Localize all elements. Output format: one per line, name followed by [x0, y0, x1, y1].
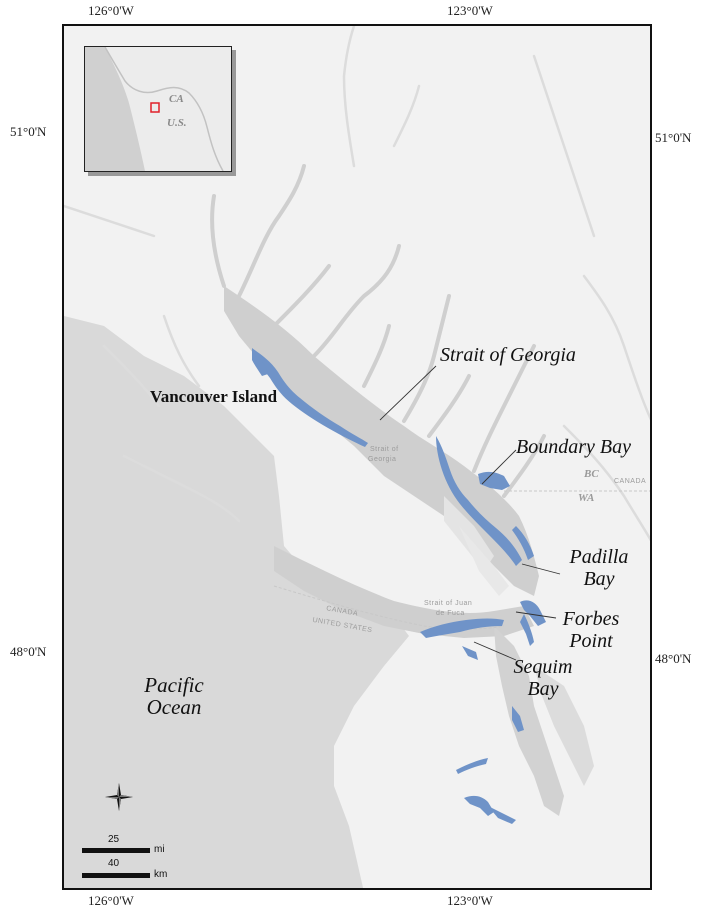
sequim-bay-area: [420, 618, 504, 638]
inset-extent-box: [150, 102, 160, 113]
sequim-bay-leader: [473, 641, 517, 661]
longitude-label-top-right: 123°0'W: [447, 3, 493, 18]
scale-km-value: 40: [108, 858, 120, 869]
padilla-bay-leader: [521, 563, 561, 575]
label-sequim-bay-line1: Sequim: [513, 656, 573, 678]
latitude-label-left-lower: 48°0'N: [10, 644, 47, 659]
scale-km-unit: km: [154, 869, 168, 880]
label-padilla-bay: Padilla Bay: [564, 546, 634, 590]
boundary-bay-leader: [481, 449, 517, 485]
label-pacific-ocean: Pacific Ocean: [134, 674, 214, 718]
scale-bar-miles: [82, 848, 150, 853]
basemap-label-strait-georgia-2: Georgia: [368, 456, 397, 463]
label-pacific-ocean-line1: Pacific: [144, 673, 204, 697]
latitude-label-left-upper: 51°0'N: [10, 124, 47, 139]
basemap-label-juan-de-fuca-1: Strait of Juan: [424, 600, 473, 607]
label-padilla-bay-line1: Padilla: [569, 546, 629, 568]
forbes-point-leader: [515, 611, 557, 619]
vancouver-island-east-coast-area: [252, 348, 368, 447]
padilla-bay-area: [512, 526, 534, 560]
forbes-point-area: [520, 600, 546, 626]
inset-label-us: U.S.: [167, 117, 187, 129]
inset-label-canada: CA: [169, 93, 184, 105]
juan-de-fuca-water: [274, 546, 534, 638]
label-sequim-bay: Sequim Bay: [508, 656, 578, 700]
label-boundary-bay: Boundary Bay: [516, 436, 631, 458]
label-sequim-bay-line2: Bay: [527, 678, 559, 700]
inset-map-graphic: [85, 47, 231, 171]
label-forbes-point-line1: Forbes: [562, 608, 620, 630]
label-bc: BC: [584, 468, 599, 480]
longitude-label-bottom-right: 123°0'W: [447, 893, 493, 908]
label-strait-of-georgia: Strait of Georgia: [440, 344, 576, 366]
longitude-label-top-left: 126°0'W: [88, 3, 134, 18]
compass-rose-icon: [105, 783, 133, 811]
puget-sound-water: [494, 626, 564, 816]
boundary-bay-area: [436, 436, 522, 566]
map-frame[interactable]: CA U.S. Strait of Georgia Strait of Juan…: [62, 24, 652, 890]
pacific-ocean-area: [64, 316, 409, 888]
scale-miles-value: 25: [108, 834, 120, 845]
scale-bar-km: [82, 873, 150, 878]
label-wa: WA: [578, 492, 595, 504]
basemap-label-juan-de-fuca-2: de Fuca: [436, 610, 465, 617]
longitude-label-bottom-left: 126°0'W: [88, 893, 134, 908]
label-pacific-ocean-line2: Ocean: [146, 695, 202, 719]
scale-miles-unit: mi: [154, 844, 165, 855]
basemap-label-canada-right: CANADA: [614, 478, 647, 485]
label-vancouver-island: Vancouver Island: [150, 387, 278, 406]
latitude-label-right-upper: 51°0'N: [655, 130, 692, 145]
strait-of-georgia-leader: [379, 365, 437, 421]
latitude-label-right-lower: 48°0'N: [655, 651, 692, 666]
label-forbes-point: Forbes Point: [556, 608, 626, 652]
basemap: [64, 26, 650, 888]
label-forbes-point-line2: Point: [569, 630, 613, 652]
label-padilla-bay-line2: Bay: [583, 568, 615, 590]
basemap-label-strait-georgia-1: Strait of: [370, 446, 399, 453]
locator-inset-map[interactable]: CA U.S.: [84, 46, 232, 172]
